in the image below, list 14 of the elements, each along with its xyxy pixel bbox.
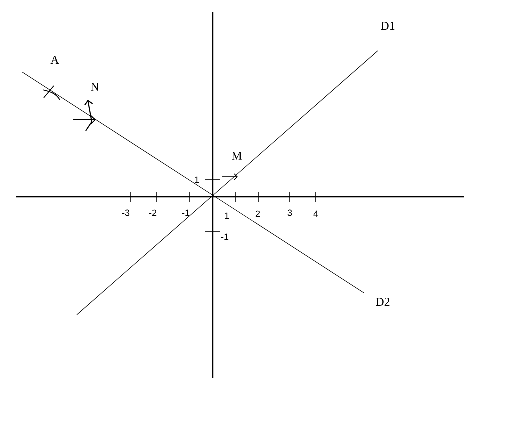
axis-label: -1 — [221, 234, 229, 240]
axis-label: 1 — [225, 212, 230, 220]
axis-label: 1 — [195, 176, 200, 184]
axis-label: N — [91, 83, 100, 91]
axis-label: 2 — [256, 210, 260, 218]
axis-label: -3 — [122, 210, 130, 216]
axis-label: -2 — [149, 210, 157, 216]
axis-label: -1 — [182, 210, 190, 216]
axis-label: A — [50, 56, 60, 64]
axis-label: D2 — [376, 298, 390, 306]
axis-label: 3 — [288, 210, 292, 216]
axis-label: D1 — [381, 22, 395, 30]
axis-label: M — [232, 152, 242, 160]
axis-label: 4 — [314, 210, 318, 218]
